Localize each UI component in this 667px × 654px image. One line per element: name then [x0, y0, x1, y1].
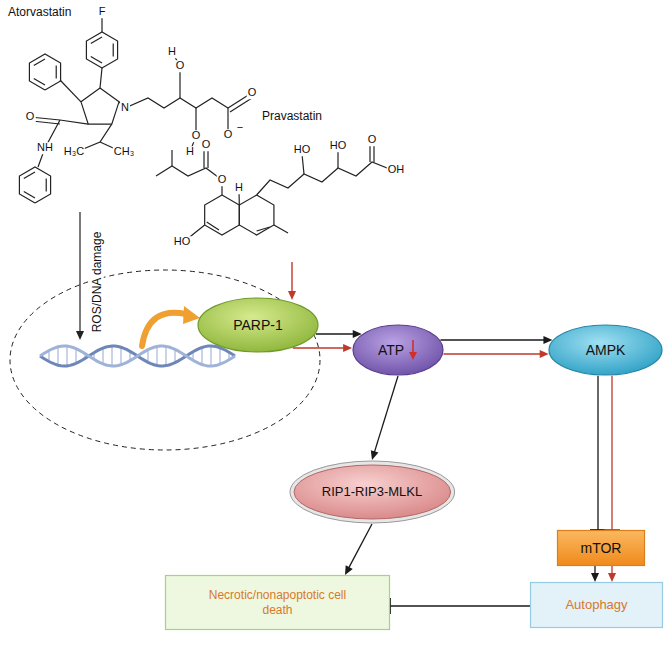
decrease-arrow [408, 339, 418, 361]
atom-label: N [120, 102, 130, 114]
inhibition-connector [390, 598, 530, 614]
arrow-connector [440, 336, 552, 344]
atom-label: O [247, 87, 258, 99]
arrow-connector [345, 524, 372, 575]
drug-name: Atorvastatin [8, 6, 71, 19]
inhibition-connector [590, 376, 606, 530]
node-label: Autophagy [565, 597, 627, 613]
atom-label: O [367, 134, 378, 146]
activation-arrow [142, 306, 200, 346]
node-label: RIP1-RIP3-MLKL [322, 484, 422, 500]
atom-label: H [167, 46, 177, 58]
kinase-box: mTOR [557, 530, 645, 566]
kinase-ellipse: AMPK [548, 324, 663, 376]
atom-label: O [191, 130, 202, 142]
node-label: AMPK [586, 342, 626, 359]
protein-ellipse: PARP-1 [197, 297, 319, 353]
atom-label: O [217, 174, 228, 186]
drug-name: Pravastatin [262, 110, 322, 123]
arrow-connector [443, 350, 548, 358]
arrow-label: ROS/DNA damage [91, 231, 104, 334]
atom-label: − [236, 122, 244, 134]
node-label: PARP-1 [233, 317, 283, 334]
node-label: ATP [378, 342, 404, 359]
arrow-connector [316, 330, 362, 338]
metabolite-ellipse: ATP [352, 324, 444, 376]
node-label: mTOR [581, 540, 622, 557]
atorvastatin-arrow [76, 212, 84, 340]
atom-label: HO [329, 140, 348, 152]
atom-label: OH [387, 164, 406, 176]
atom-label: F [98, 6, 107, 18]
arrow-connector [293, 344, 352, 352]
arrow-connector [591, 566, 599, 582]
inhibition-connector [604, 376, 620, 530]
atom-label: NH [36, 142, 54, 154]
cell-region [10, 270, 320, 450]
molecule-structures [19, 12, 392, 240]
atom-label: H [185, 146, 195, 158]
atom-label: O [201, 139, 212, 151]
arrow-connector [371, 376, 398, 460]
atom-label: HO [293, 144, 312, 156]
atom-label: O [223, 129, 234, 141]
necrosome-ellipse: RIP1-RIP3-MLKL [289, 460, 456, 524]
dna-helix [40, 346, 235, 366]
pravastatin-arrow [288, 262, 296, 300]
atom-label: O [25, 111, 36, 123]
atom-label: O [175, 60, 186, 72]
atom-label: HO [173, 236, 192, 248]
process-box: Autophagy [530, 582, 663, 628]
node-label: Necrotic/nonapoptotic cell death [195, 588, 360, 617]
atom-label: H [234, 182, 244, 194]
atom-label: CH₃ [113, 146, 135, 158]
arrow-connector [608, 566, 616, 582]
atom-label: H₃C [63, 146, 85, 158]
outcome-box: Necrotic/nonapoptotic cell death [165, 575, 390, 630]
